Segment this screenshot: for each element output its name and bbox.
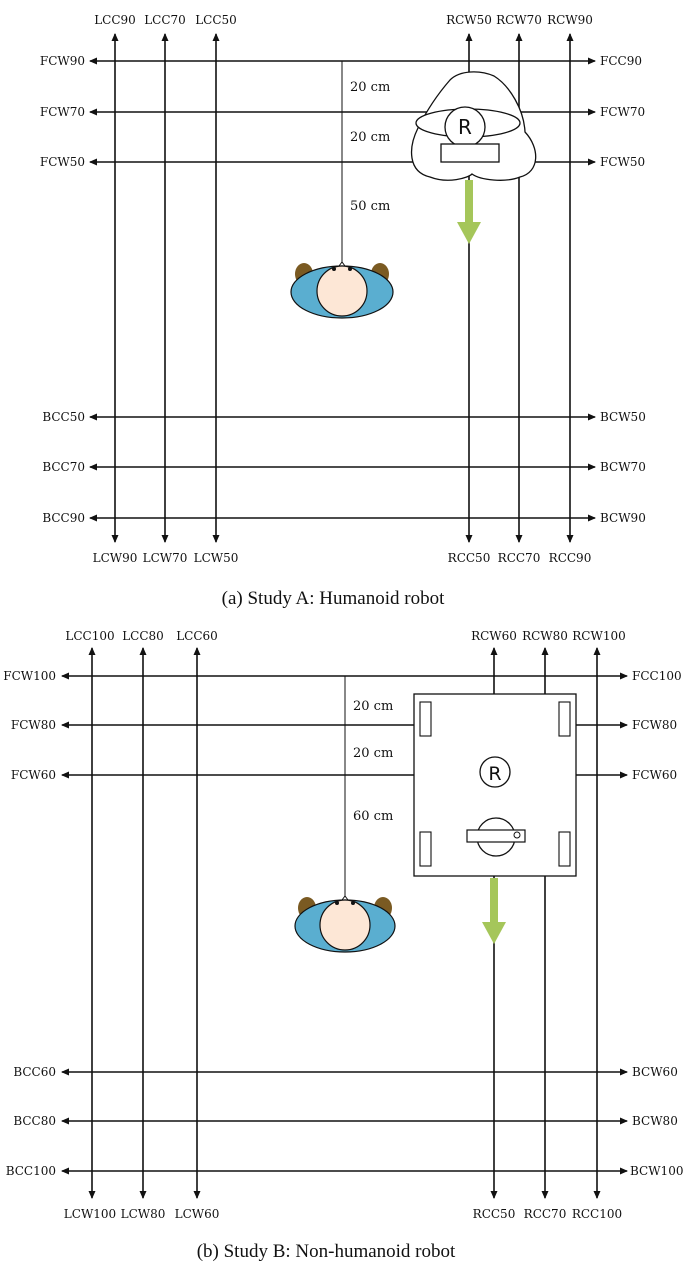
top-label-a-1: LCC90 (94, 13, 136, 27)
bottom-label-b-3: LCW60 (175, 1207, 220, 1221)
top-label-a-2: LCC70 (144, 13, 186, 27)
right-label-a-1: FCC90 (600, 54, 642, 68)
left-label-a-4: BCC50 (42, 410, 85, 424)
left-label-a-1: FCW90 (40, 54, 85, 68)
person-icon-a (290, 261, 394, 319)
movement-arrow-b (482, 878, 506, 944)
figure-a: R 20 cm 20 cm 50 cm LCC90 LCC70 LCC50 RC… (40, 13, 646, 609)
left-label-a-3: FCW50 (40, 155, 85, 169)
top-label-b-5: RCW80 (522, 629, 568, 643)
right-label-a-4: BCW50 (600, 410, 646, 424)
bottom-label-a-6: RCC90 (549, 551, 592, 565)
movement-arrow-a (457, 180, 481, 244)
right-label-b-2: FCW80 (632, 718, 677, 732)
right-label-b-1: FCC100 (632, 669, 682, 683)
right-label-b-6: BCW100 (630, 1164, 683, 1178)
distance-label-b-3: 60 cm (353, 809, 393, 824)
right-label-a-6: BCW90 (600, 511, 646, 525)
non-humanoid-robot-icon: R (413, 693, 577, 877)
distance-label-a-3: 50 cm (350, 199, 390, 214)
bottom-label-a-4: RCC50 (448, 551, 491, 565)
distance-label-b-2: 20 cm (353, 746, 393, 761)
robot-mark-b: R (488, 763, 501, 785)
bottom-label-a-5: RCC70 (498, 551, 541, 565)
distance-label-b-1: 20 cm (353, 699, 393, 714)
bottom-label-b-5: RCC70 (524, 1207, 567, 1221)
bottom-label-b-6: RCC100 (572, 1207, 622, 1221)
top-label-a-6: RCW90 (547, 13, 593, 27)
right-label-b-4: BCW60 (632, 1065, 678, 1079)
left-label-a-5: BCC70 (42, 460, 85, 474)
figure-b: R 20 cm 20 cm 60 cm LCC100 LCC80 LCC60 R… (3, 629, 683, 1262)
left-label-a-6: BCC90 (42, 511, 85, 525)
bottom-label-a-1: LCW90 (93, 551, 138, 565)
left-label-b-1: FCW100 (3, 669, 56, 683)
distance-label-a-1: 20 cm (350, 80, 390, 95)
top-label-b-6: RCW100 (572, 629, 625, 643)
top-label-a-4: RCW50 (446, 13, 492, 27)
top-label-b-2: LCC80 (122, 629, 164, 643)
humanoid-robot-icon: R (410, 71, 537, 181)
bottom-label-b-4: RCC50 (473, 1207, 516, 1221)
top-label-a-3: LCC50 (195, 13, 237, 27)
top-label-b-4: RCW60 (471, 629, 517, 643)
right-label-a-5: BCW70 (600, 460, 646, 474)
left-label-b-5: BCC80 (13, 1114, 56, 1128)
person-icon-b (294, 895, 396, 953)
bottom-label-b-2: LCW80 (121, 1207, 166, 1221)
bottom-label-b-1: LCW100 (64, 1207, 116, 1221)
right-label-a-2: FCW70 (600, 105, 645, 119)
left-label-b-6: BCC100 (6, 1164, 56, 1178)
bottom-label-a-3: LCW50 (194, 551, 239, 565)
right-label-a-3: FCW50 (600, 155, 645, 169)
caption-b: (b) Study B: Non-humanoid robot (197, 1241, 456, 1262)
top-label-b-1: LCC100 (65, 629, 114, 643)
top-label-b-3: LCC60 (176, 629, 218, 643)
robot-mark-a: R (458, 115, 472, 139)
top-label-a-5: RCW70 (496, 13, 542, 27)
left-label-b-3: FCW60 (11, 768, 56, 782)
bottom-label-a-2: LCW70 (143, 551, 188, 565)
distance-label-a-2: 20 cm (350, 130, 390, 145)
left-label-b-2: FCW80 (11, 718, 56, 732)
right-label-b-3: FCW60 (632, 768, 677, 782)
left-label-a-2: FCW70 (40, 105, 85, 119)
caption-a: (a) Study A: Humanoid robot (222, 588, 445, 609)
right-label-b-5: BCW80 (632, 1114, 678, 1128)
left-label-b-4: BCC60 (13, 1065, 56, 1079)
